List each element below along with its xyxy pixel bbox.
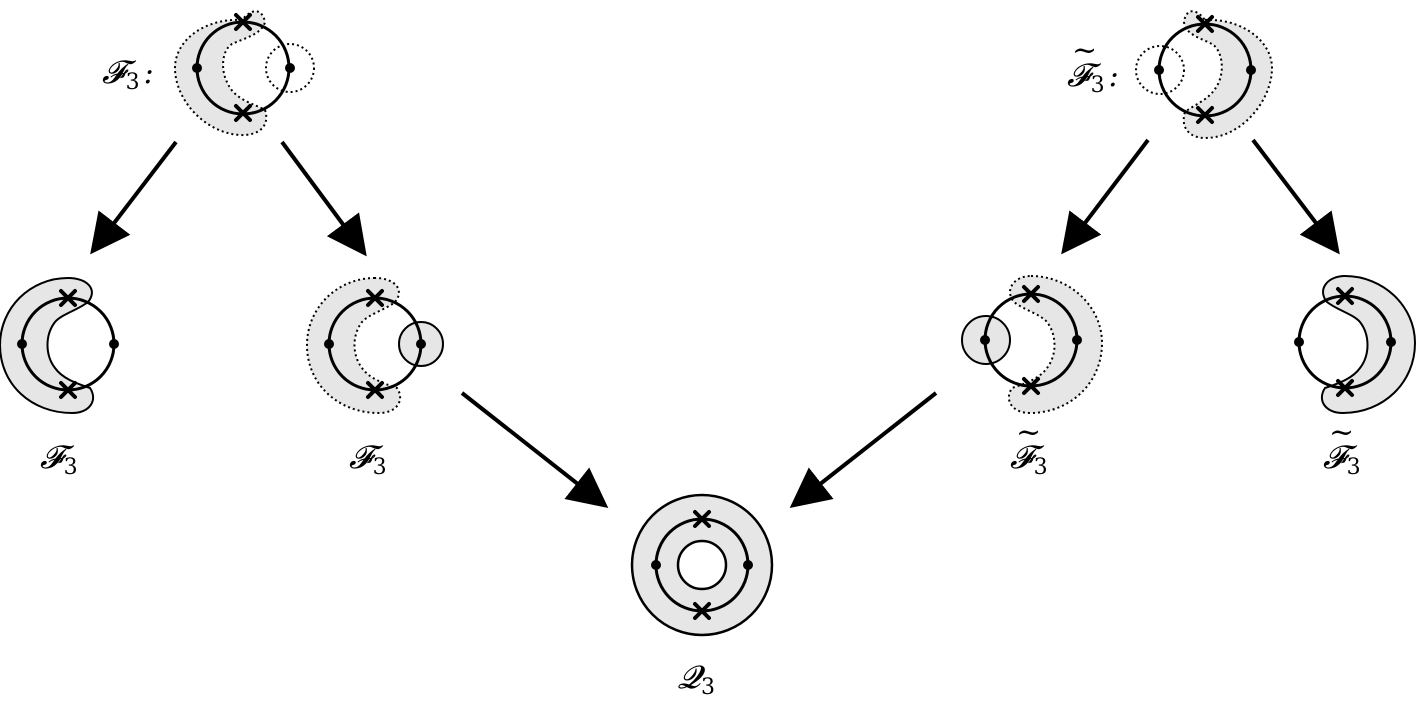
node-mid-2: 𝓕3 <box>305 276 444 480</box>
small-dotted-circle <box>265 43 315 93</box>
cross-top <box>1022 285 1040 303</box>
arrow-topleft-to-mid1 <box>90 140 178 255</box>
dot-left <box>17 339 27 349</box>
dot-left <box>324 339 334 349</box>
arrow-topright-to-mid3 <box>1061 138 1150 255</box>
node-top-right: 𝓕3: ~ <box>1067 10 1274 140</box>
node-top-left: 𝓕3: <box>102 10 315 137</box>
label-mid-4: 𝓕3 <box>1323 438 1361 480</box>
cross-bottom <box>1196 106 1214 124</box>
dot-left <box>192 63 202 73</box>
dot-right <box>109 339 119 349</box>
cross-bottom <box>366 381 384 399</box>
small-dotted-circle <box>1135 45 1185 95</box>
arrow-mid3-to-bottom <box>789 391 938 508</box>
dot-right <box>285 63 295 73</box>
cross-bottom <box>1336 379 1354 397</box>
cross-bottom <box>234 104 252 122</box>
node-bottom: 𝓠3 <box>630 493 774 700</box>
inner-hole <box>676 539 728 591</box>
dot-right <box>1246 65 1256 75</box>
arrow-topleft-to-mid2 <box>280 140 367 257</box>
cross-bottom <box>693 602 711 620</box>
shaded-region <box>173 10 268 137</box>
tilde-top-right: ~ <box>1072 33 1097 68</box>
dot-left <box>1154 65 1164 75</box>
cross-top <box>1196 15 1214 33</box>
dot-right <box>1386 337 1396 347</box>
label-mid-1: 𝓕3 <box>40 438 78 480</box>
tilde-mid-3: ~ <box>1016 415 1041 450</box>
cross-top <box>366 289 384 307</box>
cross-bottom <box>59 381 77 399</box>
shaded-region <box>1182 10 1274 140</box>
cross-top <box>234 13 252 31</box>
shaded-region <box>1320 274 1417 415</box>
node-mid-1: 𝓕3 <box>0 276 119 480</box>
dot-left <box>651 560 661 570</box>
dot-right <box>743 560 753 570</box>
dot-left <box>980 335 990 345</box>
label-mid-2: 𝓕3 <box>349 438 387 480</box>
dot-right <box>416 339 426 349</box>
dot-right <box>1072 335 1082 345</box>
label-bottom: 𝓠3 <box>678 658 715 700</box>
arrows <box>90 138 1340 508</box>
label-mid-3: 𝓕3 <box>1010 438 1048 480</box>
cross-top <box>693 510 711 528</box>
cross-top <box>59 289 77 307</box>
arrow-topright-to-mid4 <box>1251 138 1340 255</box>
arrow-mid2-to-bottom <box>460 391 609 508</box>
node-mid-4: 𝓕3 ~ <box>1294 274 1417 480</box>
cross-top <box>1336 287 1354 305</box>
shaded-region <box>305 276 402 415</box>
cross-bottom <box>1022 377 1040 395</box>
dot-left <box>1294 337 1304 347</box>
node-mid-3: 𝓕3 ~ <box>961 274 1104 480</box>
label-top-left: 𝓕3: <box>102 53 154 95</box>
shaded-region <box>1007 274 1104 415</box>
tilde-mid-4: ~ <box>1329 415 1354 450</box>
